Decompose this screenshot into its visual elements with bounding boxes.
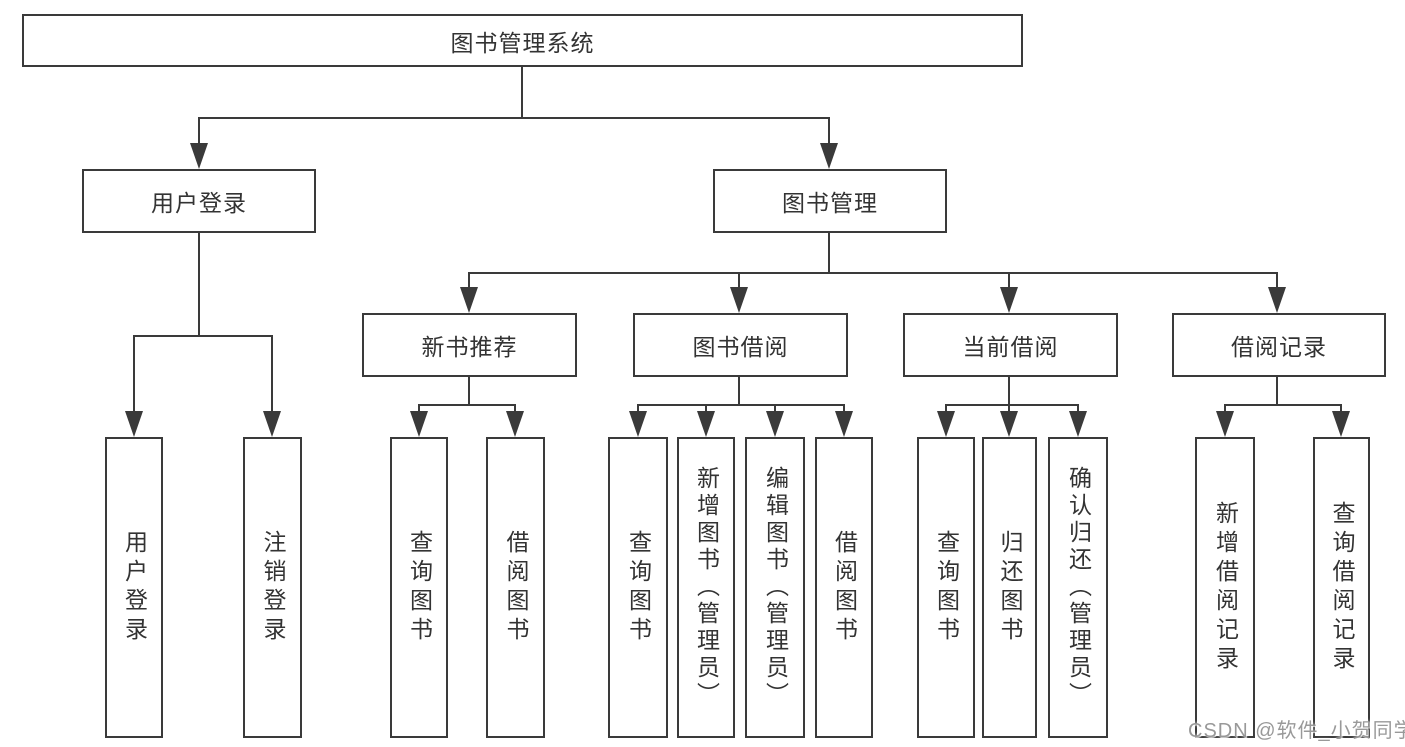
connector-line	[828, 117, 830, 147]
connector-line	[1276, 272, 1278, 290]
csdn-watermark: CSDN @软件_小贺同学	[1188, 720, 1405, 742]
connector-line	[738, 272, 740, 290]
node-book-management: 图书管理	[713, 169, 947, 233]
arrow-down-icon	[1268, 287, 1286, 313]
connector-line	[1008, 377, 1010, 406]
node-user-login: 用户登录	[82, 169, 316, 233]
connector-line	[271, 335, 273, 413]
arrow-down-icon	[190, 143, 208, 169]
arrow-down-icon	[125, 411, 143, 437]
arrow-down-icon	[629, 411, 647, 437]
connector-line	[133, 335, 135, 413]
arrow-down-icon	[697, 411, 715, 437]
connector-line	[774, 404, 776, 414]
arrow-down-icon	[263, 411, 281, 437]
leaf-borrowing-query-books: 查询图书	[608, 437, 668, 738]
leaf-borrowing-borrow-books: 借阅图书	[815, 437, 873, 738]
connector-line	[514, 404, 516, 414]
arrow-down-icon	[506, 411, 524, 437]
arrow-down-icon	[460, 287, 478, 313]
arrow-down-icon	[820, 143, 838, 169]
connector-line	[1077, 404, 1079, 414]
connector-line	[1008, 272, 1010, 290]
connector-line	[468, 272, 1278, 274]
connector-line	[637, 404, 639, 414]
connector-line	[198, 233, 200, 337]
connector-line	[1008, 404, 1010, 414]
connector-line	[1224, 404, 1226, 414]
connector-line	[468, 272, 470, 290]
arrow-down-icon	[1216, 411, 1234, 437]
connector-line	[198, 117, 830, 119]
connector-line	[738, 377, 740, 406]
leaf-recommend-query-books: 查询图书	[390, 437, 448, 738]
arrow-down-icon	[835, 411, 853, 437]
leaf-logout: 注销登录	[243, 437, 302, 738]
arrow-down-icon	[1000, 411, 1018, 437]
arrow-down-icon	[1000, 287, 1018, 313]
arrow-down-icon	[410, 411, 428, 437]
connector-line	[1340, 404, 1342, 414]
connector-line	[468, 377, 470, 406]
connector-line	[843, 404, 845, 414]
leaf-records-add-record: 新增借阅记录	[1195, 437, 1255, 738]
connector-line	[1224, 404, 1342, 406]
node-borrowing-records: 借阅记录	[1172, 313, 1386, 377]
leaf-borrowing-edit-books-admin: 编辑图书（管理员）	[745, 437, 805, 738]
node-new-book-recommend: 新书推荐	[362, 313, 577, 377]
connector-line	[705, 404, 707, 414]
connector-line	[637, 404, 845, 406]
connector-line	[945, 404, 947, 414]
connector-line	[1276, 377, 1278, 406]
connector-line	[418, 404, 516, 406]
leaf-borrowing-add-books-admin: 新增图书（管理员）	[677, 437, 735, 738]
node-system-root: 图书管理系统	[22, 14, 1023, 67]
node-book-borrowing: 图书借阅	[633, 313, 848, 377]
node-current-borrowing: 当前借阅	[903, 313, 1118, 377]
arrow-down-icon	[937, 411, 955, 437]
arrow-down-icon	[730, 287, 748, 313]
connector-line	[418, 404, 420, 414]
connector-line	[828, 233, 830, 274]
connector-line	[133, 335, 273, 337]
arrow-down-icon	[1332, 411, 1350, 437]
leaf-recommend-borrow-books: 借阅图书	[486, 437, 545, 738]
connector-line	[198, 117, 200, 147]
arrow-down-icon	[766, 411, 784, 437]
leaf-current-confirm-return-admin: 确认归还（管理员）	[1048, 437, 1108, 738]
leaf-user-login: 用户登录	[105, 437, 163, 738]
connector-line	[945, 404, 1079, 406]
leaf-records-query-record: 查询借阅记录	[1313, 437, 1370, 738]
leaf-current-query-books: 查询图书	[917, 437, 975, 738]
connector-line	[521, 67, 523, 118]
arrow-down-icon	[1069, 411, 1087, 437]
leaf-current-return-books: 归还图书	[982, 437, 1037, 738]
